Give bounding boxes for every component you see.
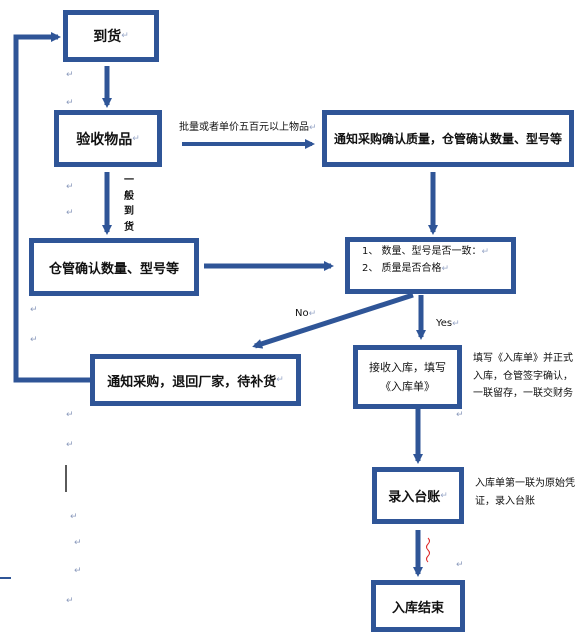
paragraph-mark: ↵: [74, 566, 82, 576]
label-yes: Yes↵: [436, 316, 460, 332]
paragraph-mark: ↵: [74, 538, 82, 548]
paragraph-mark: ↵: [440, 490, 448, 501]
node-return-goods: 通知采购，退回厂家，待补货↵: [90, 354, 301, 406]
paragraph-mark: ↵: [308, 309, 317, 319]
general-char-3: 到: [124, 206, 134, 217]
node-end: 入库结束: [371, 580, 465, 632]
node-notify-purchasing-quality: 通知采购确认质量，仓管确认数量、型号等: [322, 110, 574, 167]
paragraph-mark: ↵: [30, 305, 38, 315]
paragraph-mark: ↵: [66, 208, 74, 218]
paragraph-mark: ↵: [66, 410, 74, 420]
check-line-2: 2、 质量是否合格: [362, 263, 442, 275]
note-ledger-line-1: 入库单第一联为原始凭: [475, 478, 575, 489]
node-receive-warehouse: 接收入库，填写 《入库单》: [353, 345, 462, 409]
paragraph-mark: ↵: [309, 123, 317, 133]
paragraph-mark: ↵: [456, 560, 464, 570]
label-general-arrival: 一 般 到 货: [123, 173, 135, 235]
node-quality-check: 1、 数量、型号是否一致：↵ 2、 质量是否合格↵: [345, 237, 516, 294]
paragraph-mark: ↵: [132, 133, 140, 144]
connector-layer: [0, 32, 438, 579]
node-ledger: 录入台账↵: [372, 467, 464, 524]
node-inspect: 验收物品↵: [54, 110, 162, 167]
label-yes-text: Yes: [436, 318, 453, 329]
node-warehouse-text: 仓管确认数量、型号等: [48, 261, 179, 277]
general-char-2: 般: [124, 190, 134, 202]
paragraph-mark: ↵: [452, 319, 460, 329]
loop-back-connector: [13, 32, 90, 383]
general-char-1: 一: [124, 175, 134, 186]
label-bulk-items: 批量或者单价五百元以上物品↵: [179, 120, 317, 136]
note-receipt-line-3: 一联留存，一联交财务: [473, 388, 573, 399]
receive-line-1: 接收入库，填写: [369, 360, 446, 374]
label-no-text: No: [295, 308, 309, 319]
note-ledger-line-2: 证，录入台账: [475, 495, 535, 507]
paragraph-mark: ↵: [70, 512, 78, 522]
node-return-text: 通知采购，退回厂家，待补货: [107, 374, 277, 390]
paragraph-mark: ↵: [30, 335, 38, 345]
receive-line-2: 《入库单》: [380, 380, 435, 393]
paragraph-mark: ↵: [66, 182, 74, 192]
general-char-4: 货: [124, 221, 134, 233]
note-receipt-form: 填写《入库单》并正式 入库，仓管签字确认， 一联留存，一联交财务: [473, 350, 573, 403]
red-squiggle-mark: [426, 537, 430, 563]
label-no: No↵: [295, 306, 316, 322]
note-receipt-line-2: 入库，仓管签字确认，: [473, 370, 573, 382]
paragraph-mark: ↵: [66, 98, 74, 108]
paragraph-mark: ↵: [276, 375, 284, 385]
paragraph-mark: ↵: [441, 264, 450, 275]
paragraph-mark: ↵: [66, 596, 74, 606]
arrow-check-to-return-no: [252, 292, 414, 349]
paragraph-mark: ↵: [456, 410, 464, 420]
node-ledger-text: 录入台账: [388, 490, 441, 505]
paragraph-mark: ↵: [66, 70, 74, 80]
paragraph-mark: ↵: [66, 440, 74, 450]
note-ledger: 入库单第一联为原始凭 证，录入台账: [475, 475, 575, 510]
warehouse-receiving-flowchart: 到货↵ 验收物品↵ 通知采购确认质量，仓管确认数量、型号等 仓管确认数量、型号等…: [0, 10, 575, 632]
node-notify-text: 通知采购确认质量，仓管确认数量、型号等: [333, 132, 562, 146]
paragraph-mark: ↵: [481, 247, 490, 257]
check-line-1: 1、 数量、型号是否一致：: [362, 246, 482, 257]
label-bulk-text: 批量或者单价五百元以上物品: [179, 122, 309, 133]
node-warehouse-confirm: 仓管确认数量、型号等: [29, 238, 199, 296]
note-receipt-line-1: 填写《入库单》并正式: [473, 353, 573, 364]
node-arrival-text: 到货: [93, 29, 122, 45]
node-inspect-text: 验收物品: [76, 131, 133, 148]
paragraph-mark: ↵: [121, 31, 129, 41]
node-arrival: 到货↵: [63, 10, 159, 62]
